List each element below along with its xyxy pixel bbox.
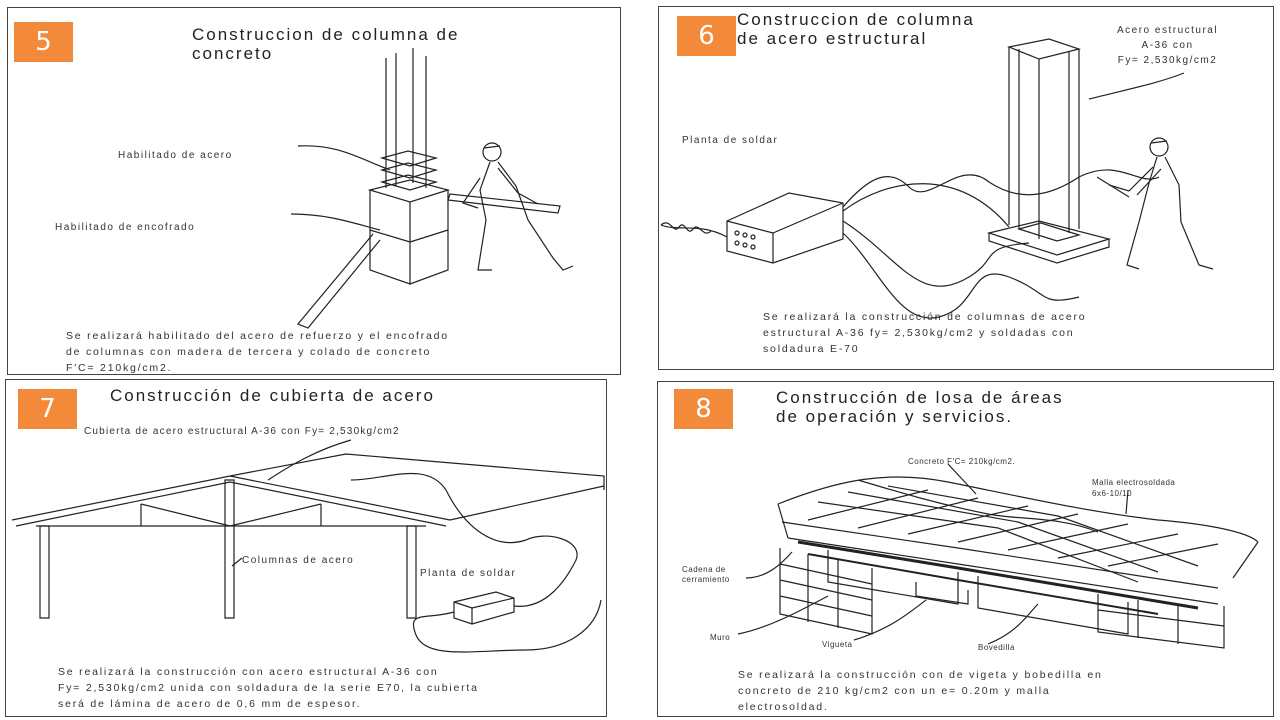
steel-roof-truss-illustration xyxy=(6,380,606,716)
panel-8-slab: 8 Construcción de losa de áreas de opera… xyxy=(657,381,1274,717)
label-muro: Muro xyxy=(710,633,731,642)
label-columnas-acero: Columnas de acero xyxy=(242,555,355,566)
panel-7-steel-roof: 7 Construcción de cubierta de acero Cubi… xyxy=(5,379,607,717)
panel-description: Se realizará la construcción con de vige… xyxy=(738,669,1103,713)
label-malla-electrosoldada: Malla electrosoldada 6x6-10/10 xyxy=(1092,478,1176,498)
label-vigueta: Vigueta xyxy=(822,640,853,649)
panel-title: Construcción de cubierta de acero xyxy=(110,386,435,405)
panel-5-concrete-column: 5 Construccion de columna de concreto Ha… xyxy=(7,7,621,375)
panel-number-badge: 6 xyxy=(677,16,736,56)
panel-description: Se realizará habilitado del acero de ref… xyxy=(66,330,449,374)
panel-6-steel-column: 6 Construccion de columna de acero estru… xyxy=(658,6,1274,370)
label-cubierta-acero: Cubierta de acero estructural A-36 con F… xyxy=(84,426,400,437)
panel-number-badge: 7 xyxy=(18,389,77,429)
panel-title: Construcción de losa de áreas de operaci… xyxy=(776,388,1064,426)
steel-column-illustration xyxy=(659,7,1273,369)
panel-number-badge: 8 xyxy=(674,389,733,429)
panel-description: Se realizará la construcción de columnas… xyxy=(763,311,1087,355)
panel-title: Construccion de columna de concreto xyxy=(192,25,460,63)
label-habilitado-acero: Habilitado de acero xyxy=(118,150,233,161)
label-habilitado-encofrado: Habilitado de encofrado xyxy=(55,222,196,233)
panel-title: Construccion de columna de acero estruct… xyxy=(737,10,975,48)
slab-section-illustration xyxy=(658,382,1273,716)
label-planta-de-soldar: Planta de soldar xyxy=(682,135,779,146)
panel-number-badge: 5 xyxy=(14,22,73,62)
label-bovedilla: Bovedilla xyxy=(978,643,1015,652)
label-concreto: Concreto F'C= 210kg/cm2. xyxy=(908,457,1016,466)
label-planta-de-soldar: Planta de soldar xyxy=(420,568,517,579)
label-cadena-de-cerramiento: Cadena de cerramiento xyxy=(682,565,730,584)
label-acero-estructural: Acero estructural A-36 con Fy= 2,530kg/c… xyxy=(1117,25,1219,66)
concrete-column-illustration xyxy=(8,8,620,374)
panel-description: Se realizará la construcción con acero e… xyxy=(58,666,479,710)
